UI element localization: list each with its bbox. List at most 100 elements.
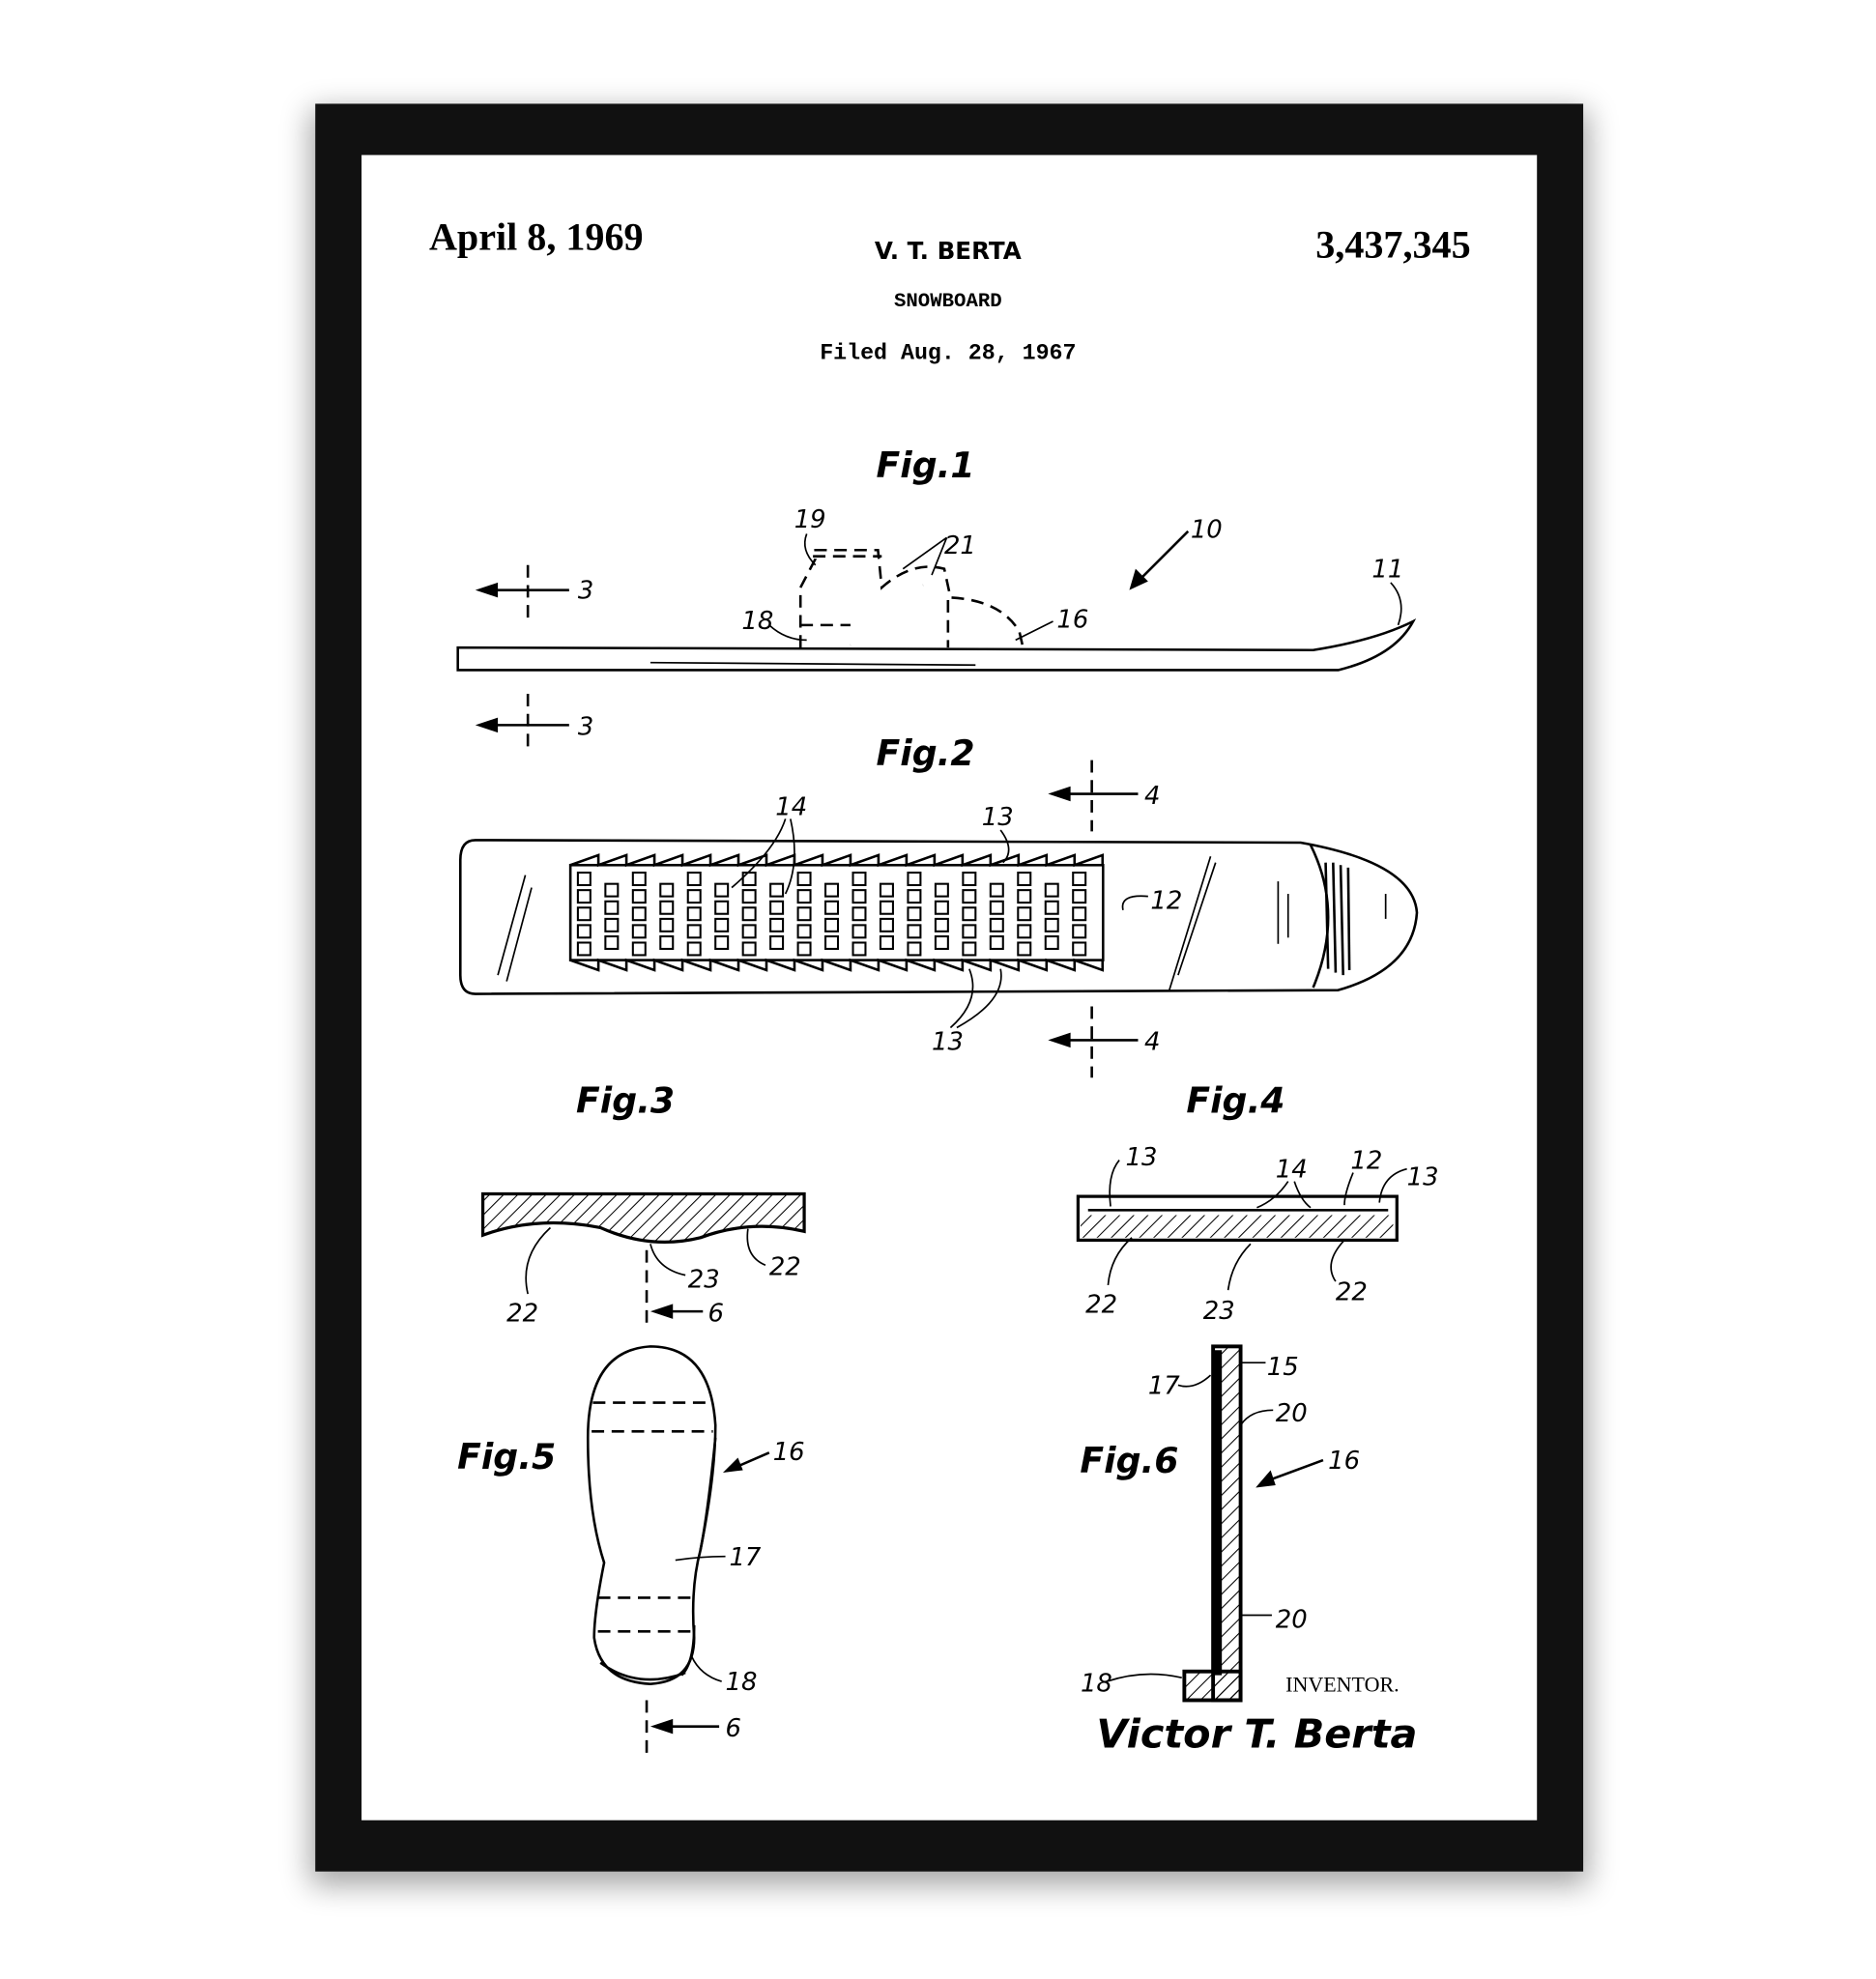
fig3-label: Fig.3 [576, 1079, 675, 1121]
traction-square [631, 871, 647, 887]
fig5-label: Fig.5 [457, 1436, 556, 1477]
traction-square [851, 906, 867, 922]
traction-square [604, 934, 620, 950]
ref-16: 16 [1328, 1447, 1360, 1476]
traction-square [769, 934, 785, 950]
fig6-label: Fig.6 [1080, 1440, 1178, 1481]
figure-3: Fig.3 22 23 22 6 [480, 1079, 806, 1328]
ref-13-bottom: 13 [932, 1028, 964, 1057]
traction-square [1072, 871, 1087, 887]
traction-square [714, 917, 730, 932]
inventor-short: V. T. BERTA [875, 237, 1022, 265]
ref-17: 17 [1148, 1372, 1180, 1401]
traction-square [686, 871, 702, 887]
ref-18: 18 [1081, 1669, 1112, 1698]
section-4-label: 4 [1144, 782, 1160, 811]
section-4-top: 4 [1048, 760, 1160, 832]
traction-square [962, 924, 977, 939]
traction-square [686, 889, 702, 904]
traction-square [796, 906, 812, 922]
ref-11: 11 [1371, 556, 1403, 585]
ref-23: 23 [688, 1266, 720, 1295]
traction-square [1044, 900, 1059, 915]
ref-12: 12 [1350, 1147, 1382, 1176]
traction-square [686, 906, 702, 922]
traction-square [1017, 924, 1032, 939]
ref-13-right: 13 [1407, 1162, 1439, 1191]
traction-square [1017, 889, 1032, 904]
traction-square [851, 871, 867, 887]
traction-square [989, 900, 1004, 915]
traction-square [907, 871, 922, 887]
traction-square [907, 889, 922, 904]
section-4-label: 4 [1144, 1028, 1160, 1057]
traction-square [1072, 906, 1087, 922]
ref-18: 18 [726, 1668, 758, 1697]
traction-square [824, 882, 840, 898]
traction-square [714, 900, 730, 915]
ref-20-bottom: 20 [1276, 1605, 1308, 1634]
traction-square [686, 941, 702, 957]
traction-square [576, 889, 592, 904]
inventor-signature: Victor T. Berta [1096, 1711, 1417, 1758]
traction-square [604, 882, 620, 898]
boot-outline [798, 548, 1025, 648]
ref-18: 18 [741, 607, 773, 636]
traction-square [989, 934, 1004, 950]
traction-square [769, 917, 785, 932]
traction-square [796, 941, 812, 957]
traction-square [879, 882, 894, 898]
traction-square [989, 917, 1004, 932]
traction-square [714, 882, 730, 898]
ref-12: 12 [1150, 887, 1182, 916]
section-6-top: 6 [645, 1249, 724, 1328]
traction-square [741, 924, 757, 939]
snowboard-side-view [456, 618, 1417, 672]
ref-19: 19 [794, 505, 826, 534]
paper [361, 155, 1538, 1821]
traction-square [796, 889, 812, 904]
traction-square [576, 941, 592, 957]
traction-square [796, 924, 812, 939]
figure-1: Fig.1 3 3 19 21 10 11 18 16 [456, 445, 1417, 751]
section-4-bottom: 4 [1048, 1006, 1160, 1078]
figure-6: Fig.6 17 15 20 16 20 18 [1080, 1344, 1360, 1703]
traction-square [741, 941, 757, 957]
traction-square [769, 900, 785, 915]
inventor-caption: INVENTOR. [1285, 1672, 1399, 1696]
traction-square [907, 924, 922, 939]
serrated-edge [569, 958, 1105, 972]
traction-square [879, 917, 894, 932]
section-6-bottom: 6 [645, 1700, 741, 1757]
traction-square [1044, 882, 1059, 898]
traction-square [851, 889, 867, 904]
traction-square [824, 917, 840, 932]
filed-date: Filed Aug. 28, 1967 [820, 340, 1076, 365]
ref-16: 16 [1056, 605, 1088, 634]
traction-square [851, 941, 867, 957]
ref-13-top: 13 [982, 803, 1014, 832]
serrated-edge [569, 853, 1105, 868]
section-3-top: 3 [475, 564, 593, 625]
traction-square [824, 934, 840, 950]
figure-4: Fig.4 13 14 12 13 22 23 22 [1076, 1079, 1439, 1326]
figure-5: Fig.5 16 17 18 6 [457, 1345, 805, 1757]
traction-square [631, 924, 647, 939]
board-cross-section [480, 1191, 806, 1245]
traction-square [879, 900, 894, 915]
traction-square [604, 900, 620, 915]
traction-square [1017, 941, 1032, 957]
serrated-edges [569, 853, 1105, 972]
section-3-label: 3 [578, 713, 593, 742]
traction-square [989, 882, 1004, 898]
patent-number: 3,437,345 [1315, 223, 1470, 267]
fig1-label: Fig.1 [877, 445, 975, 486]
traction-pad [568, 863, 1105, 961]
traction-square [604, 917, 620, 932]
traction-square [659, 900, 675, 915]
patent-title: SNOWBOARD [894, 291, 1002, 313]
ref-22-right: 22 [1336, 1277, 1368, 1306]
ref-13-left: 13 [1126, 1143, 1158, 1172]
traction-square [824, 900, 840, 915]
